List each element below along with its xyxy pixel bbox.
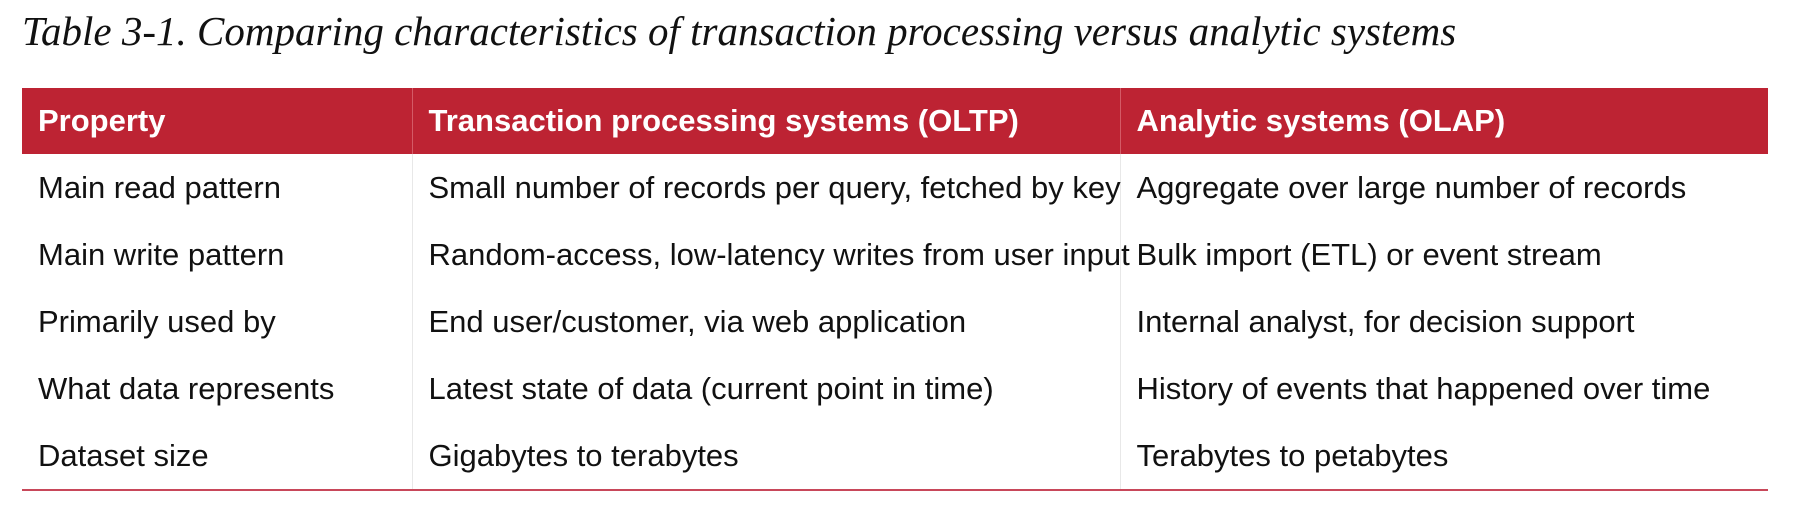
cell-property: Main write pattern	[38, 236, 285, 272]
cell-oltp: End user/customer, via web application	[411, 288, 1120, 355]
cell-property: Main read pattern	[38, 169, 281, 205]
cell-olap: Bulk import (ETL) or event stream	[1119, 221, 1768, 288]
table-row: What data represents Latest state of dat…	[22, 355, 1768, 422]
cell-property: Primarily used by	[38, 303, 276, 339]
comparison-table-container: Property Transaction processing systems …	[22, 88, 1768, 491]
header-olap: Analytic systems (OLAP)	[1119, 88, 1768, 154]
cell-oltp: Gigabytes to terabytes	[411, 422, 1120, 491]
cell-olap: History of events that happened over tim…	[1119, 355, 1768, 422]
table-body: Main read pattern Small number of record…	[22, 154, 1768, 491]
header-row: Property Transaction processing systems …	[22, 88, 1768, 154]
comparison-table: Property Transaction processing systems …	[22, 88, 1768, 491]
table-caption: Table 3-1. Comparing characteristics of …	[22, 8, 1457, 54]
table-row: Primarily used by End user/customer, via…	[22, 288, 1768, 355]
table-header: Property Transaction processing systems …	[22, 88, 1768, 154]
table-row: Main write pattern Random-access, low-la…	[22, 221, 1768, 288]
header-property: Property	[38, 103, 166, 138]
header-oltp: Transaction processing systems (OLTP)	[411, 88, 1120, 154]
cell-oltp: Latest state of data (current point in t…	[411, 355, 1120, 422]
cell-property: Dataset size	[22, 422, 412, 491]
cell-property: What data represents	[38, 370, 335, 406]
cell-olap: Internal analyst, for decision support	[1119, 288, 1768, 355]
table-row: Main read pattern Small number of record…	[22, 154, 1768, 221]
cell-oltp: Random-access, low-latency writes from u…	[411, 221, 1130, 288]
cell-olap: Aggregate over large number of records	[1119, 154, 1768, 221]
cell-olap: Terabytes to petabytes	[1119, 422, 1768, 491]
table-row: Dataset size Gigabytes to terabytes Tera…	[22, 422, 1768, 491]
cell-oltp: Small number of records per query, fetch…	[411, 154, 1121, 221]
